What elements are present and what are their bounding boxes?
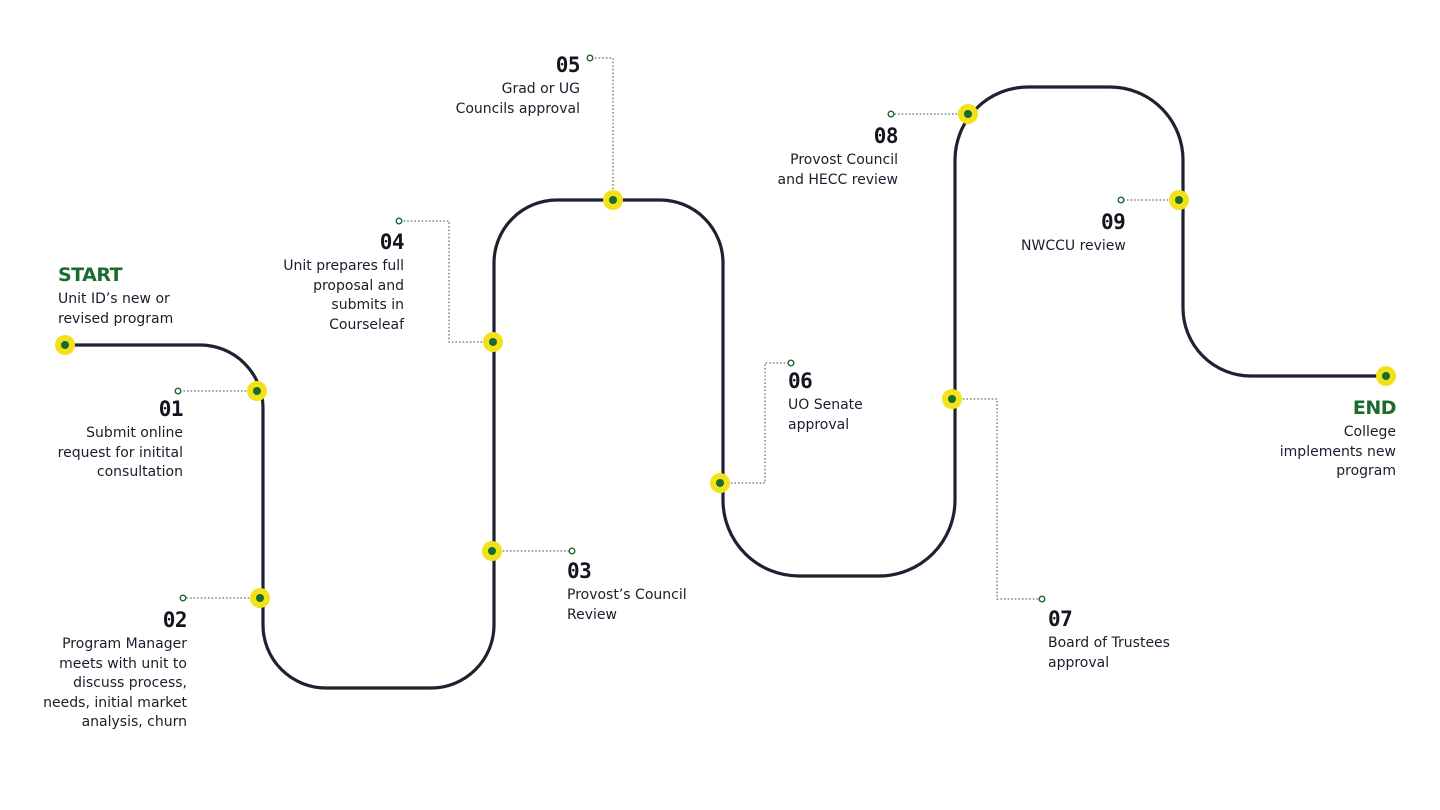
step-03-text: Provost’s Council Review xyxy=(567,587,687,623)
step-start-label: START xyxy=(58,264,123,286)
end-dot-04 xyxy=(395,217,403,225)
step-04-number: 04 xyxy=(379,230,405,254)
end-dot-05 xyxy=(586,54,594,62)
node-start xyxy=(55,335,75,355)
step-end-text: College implements new program xyxy=(1279,424,1396,479)
node-06 xyxy=(710,473,730,493)
step-02: 02 Program Manager meets with unit to di… xyxy=(0,607,187,733)
step-end: END College implements new program xyxy=(1176,395,1397,482)
step-03: 03 Provost’s Council Review xyxy=(567,558,787,625)
step-09: 09 NWCCU review xyxy=(1021,209,1261,257)
connector-07 xyxy=(952,398,1042,600)
step-01-text: Submit online request for initital consu… xyxy=(57,425,183,480)
node-08 xyxy=(958,104,978,124)
step-02-number: 02 xyxy=(162,608,188,632)
connector-04 xyxy=(399,220,493,343)
step-09-text: NWCCU review xyxy=(1021,238,1126,254)
end-dot-03 xyxy=(568,547,576,555)
node-04 xyxy=(483,332,503,352)
node-09 xyxy=(1169,190,1189,210)
end-dot-01 xyxy=(174,387,182,395)
step-07-text: Board of Trustees approval xyxy=(1048,635,1170,671)
end-dot-07 xyxy=(1038,595,1046,603)
step-08-text: Provost Council and HECC review xyxy=(777,152,898,188)
node-03 xyxy=(482,541,502,561)
step-end-label: END xyxy=(1352,397,1397,419)
end-dot-09 xyxy=(1117,196,1125,204)
end-dot-02 xyxy=(179,594,187,602)
step-start: START Unit ID’s new or revised program xyxy=(58,262,278,329)
step-05: 05 Grad or UG Councils approval xyxy=(360,52,581,119)
step-07-number: 07 xyxy=(1048,607,1073,631)
step-02-text: Program Manager meets with unit to discu… xyxy=(43,636,187,730)
step-04: 04 Unit prepares full proposal and submi… xyxy=(184,229,404,335)
step-06: 06 UO Senate approval xyxy=(788,368,1008,435)
node-05 xyxy=(603,190,623,210)
step-06-text: UO Senate approval xyxy=(788,397,863,433)
node-01 xyxy=(247,381,267,401)
node-02 xyxy=(250,588,270,608)
step-start-text: Unit ID’s new or revised program xyxy=(58,291,174,327)
step-07: 07 Board of Trustees approval xyxy=(1048,606,1268,673)
step-05-text: Grad or UG Councils approval xyxy=(455,81,580,117)
node-07 xyxy=(942,389,962,409)
step-06-number: 06 xyxy=(788,369,813,393)
step-08-number: 08 xyxy=(873,124,899,148)
step-01-number: 01 xyxy=(158,397,184,421)
process-path xyxy=(63,85,1388,690)
step-04-text: Unit prepares full proposal and submits … xyxy=(283,258,404,333)
node-end xyxy=(1376,366,1396,386)
connector-06 xyxy=(720,362,791,484)
end-dot-06 xyxy=(787,359,795,367)
end-dot-08 xyxy=(887,110,895,118)
step-05-number: 05 xyxy=(555,53,581,77)
connector-05 xyxy=(590,57,614,200)
step-01: 01 Submit online request for initital co… xyxy=(0,396,184,483)
step-03-number: 03 xyxy=(567,559,592,583)
step-08: 08 Provost Council and HECC review xyxy=(678,123,899,190)
step-09-number: 09 xyxy=(1101,210,1126,234)
